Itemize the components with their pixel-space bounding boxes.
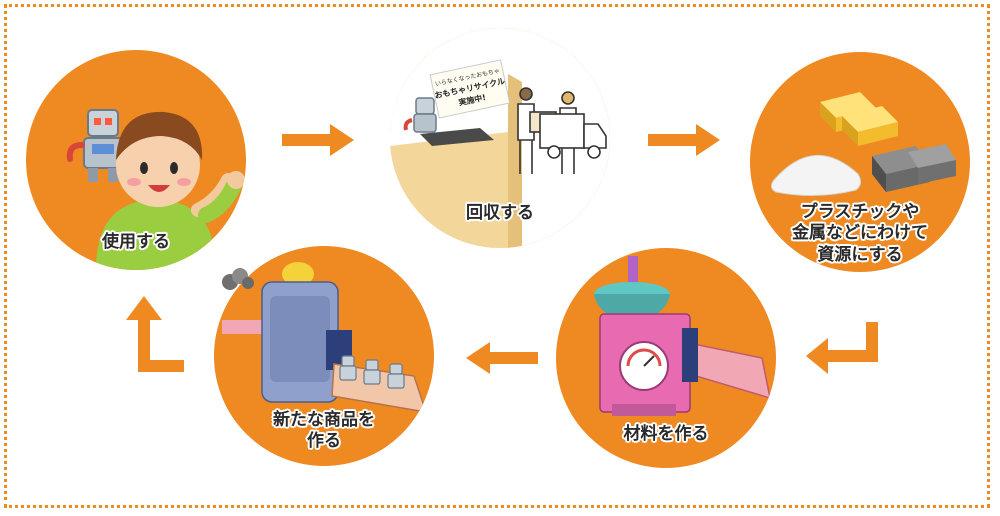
robot-toy-icon — [403, 97, 437, 133]
step-material: 材料を作る — [556, 248, 776, 468]
arrow-sort-to-material — [806, 322, 878, 374]
step-product-label: 新たな商品を 作る — [273, 410, 375, 452]
plastic-pellets-icon — [770, 154, 862, 197]
child-with-robot-illustration — [66, 109, 245, 270]
truck-icon — [539, 113, 607, 159]
material-machine-illustration — [594, 256, 771, 416]
step-collect: いらなくなったおもちゃ おもちゃリサイクル 実施中! 回収する — [390, 28, 610, 248]
step-sort-label: プラスチックや 金属などにわけて 資源にする — [792, 202, 928, 265]
step-sort: プラスチックや 金属などにわけて 資源にする — [750, 52, 970, 272]
smoke-icon — [222, 268, 254, 290]
step-use-label: 使用する — [102, 232, 170, 252]
robot-products-icon — [339, 355, 405, 389]
step-collect-label: 回収する — [466, 203, 534, 223]
sorted-resources-illustration — [770, 92, 956, 197]
arrow-collect-to-sort — [648, 124, 720, 156]
arrow-material-to-product — [466, 342, 538, 374]
recycle-poster: いらなくなったおもちゃ おもちゃリサイクル 実施中! — [429, 59, 511, 119]
gold-bars-icon — [820, 92, 898, 146]
dotted-frame — [4, 4, 990, 508]
step-use: 使用する — [26, 50, 246, 270]
factory-machine-illustration — [222, 262, 428, 413]
metal-ingots-icon — [872, 144, 956, 192]
step-material-label: 材料を作る — [623, 424, 709, 444]
arrow-product-to-use — [126, 296, 184, 372]
arrow-use-to-collect — [282, 124, 354, 156]
collection-box-illustration: いらなくなったおもちゃ おもちゃリサイクル 実施中! — [390, 28, 610, 248]
